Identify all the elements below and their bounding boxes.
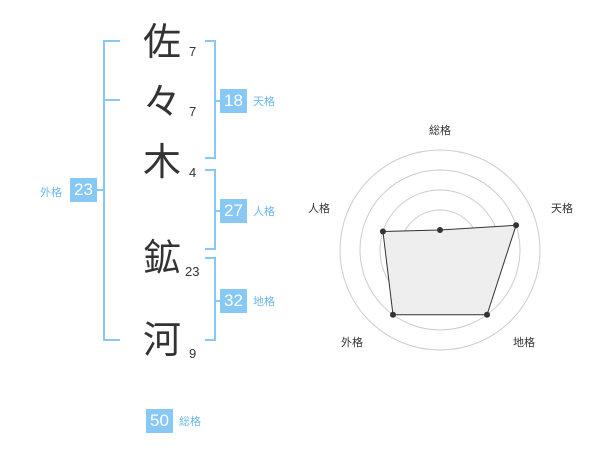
name-char-4: 鉱 (142, 236, 181, 280)
radar-point-4 (389, 311, 396, 318)
chikaku-badge: 32 (220, 289, 247, 313)
stroke-count-5: 9 (189, 346, 197, 361)
soukaku-badge: 50 (146, 409, 173, 433)
jinkaku-badge: 27 (220, 199, 247, 223)
stroke-count-3: 4 (189, 165, 197, 180)
jinkaku-label: 人格 (253, 205, 275, 218)
gaikaku-label: 外格 (40, 186, 62, 199)
tenkaku-bracket (205, 40, 216, 159)
radar-point-5 (379, 228, 386, 235)
name-char-5: 河 (142, 318, 181, 362)
radar-point-2 (513, 222, 520, 229)
stroke-count-4: 23 (185, 264, 200, 279)
soukaku-label: 総格 (179, 415, 201, 428)
tenkaku-badge: 18 (220, 89, 247, 113)
radar-point-3 (484, 311, 491, 318)
radar-label-jinkaku: 人格 (308, 201, 330, 215)
stroke-count-2: 7 (189, 104, 197, 119)
gaikaku-badge: 23 (70, 178, 97, 202)
radar-points (379, 222, 520, 318)
jinkaku-bracket (205, 169, 216, 250)
name-char-2: 々 (142, 80, 181, 124)
radar-label-gaikaku: 外格 (341, 335, 363, 349)
tenkaku-label: 天格 (253, 95, 275, 108)
name-char-3: 木 (142, 140, 181, 184)
radar-point-1 (437, 227, 443, 233)
name-char-1: 佐 (142, 20, 181, 64)
radar-grid-ring (339, 149, 541, 351)
radar-label-tenkaku: 天格 (551, 201, 573, 215)
chikaku-label: 地格 (253, 295, 275, 308)
radar-label-soukaku: 総格 (429, 123, 451, 137)
chikaku-bracket (205, 257, 216, 341)
radar-polygon (382, 224, 517, 316)
radar-grid-ring (359, 169, 521, 331)
stroke-count-1: 7 (189, 44, 197, 59)
radar-label-chikaku: 地格 (513, 335, 535, 349)
